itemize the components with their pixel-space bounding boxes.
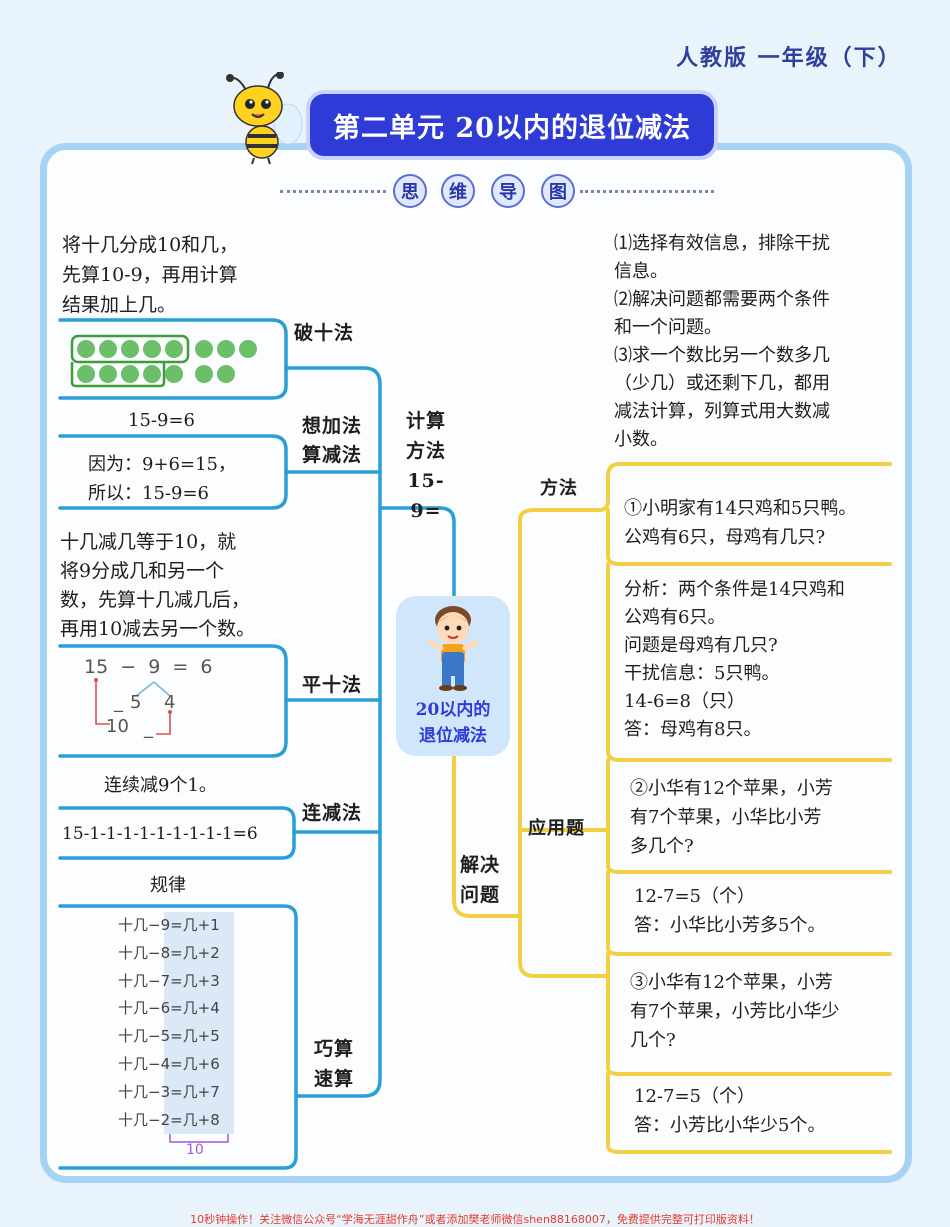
- method2-label: 想加法 算减法: [302, 412, 362, 470]
- method2-equation: 15-9=6: [128, 407, 195, 435]
- rule-row: 十几−8=几+2: [118, 940, 258, 968]
- boy-mascot-icon: [424, 602, 482, 692]
- rule-row: 十几−6=几+4: [118, 995, 258, 1023]
- solve-problem-label: 解决 问题: [460, 850, 500, 910]
- answer-2: 12-7=5（个） 答：小华比小芳多5个。: [634, 882, 904, 940]
- diagram-blank-1: _: [114, 692, 123, 713]
- solution-tips: ⑴选择有效信息，排除干扰 信息。 ⑵解决问题都需要两个条件 和一个问题。 ⑶求一…: [614, 230, 904, 454]
- dotted-line-left: [280, 190, 386, 193]
- subtitle-char-3: 导: [491, 174, 525, 208]
- question-1: ①小明家有14只鸡和5只鸭。 公鸡有6只，母鸡有几只?: [624, 494, 914, 552]
- question-3: ③小华有12个苹果，小芳 有7个苹果，小芳比小华少 几个?: [630, 968, 900, 1055]
- subtitle-char-4: 图: [541, 174, 575, 208]
- rule-sum-label: 10: [186, 1142, 204, 1158]
- footer-notice: 10秒钟操作！关注微信公众号“学海无涯甜作舟”或者添加樊老师微信shen8816…: [0, 1211, 950, 1227]
- rule-row: 十几−4=几+6: [118, 1051, 258, 1079]
- dotted-line-right: [580, 190, 714, 193]
- method1-note: 将十几分成10和几， 先算10-9，再用计算 结果加上几。: [62, 230, 282, 320]
- method3-label: 平十法: [302, 670, 362, 697]
- rule-row: 十几−5=几+5: [118, 1023, 258, 1051]
- answer-1: 分析：两个条件是14只鸡和 公鸡有6只。 问题是母鸡有几只? 干扰信息：5只鸭。…: [624, 576, 904, 744]
- page-title: 第二单元 20以内的退位减法: [306, 90, 718, 160]
- method4-label: 连减法: [302, 798, 362, 825]
- diagram-split-a: 5: [130, 692, 141, 713]
- method5-label: 巧算 速算: [314, 1034, 354, 1094]
- subtitle-char-1: 思: [393, 174, 427, 208]
- method-label: 方法: [540, 474, 578, 500]
- application-label: 应用题: [528, 814, 585, 840]
- flat-ten-diagram: 15 − 9 = 6 _ 5 4 10 _: [72, 652, 218, 748]
- answer-3: 12-7=5（个） 答：小芳比小华少5个。: [634, 1082, 904, 1140]
- subtitle-char-2: 维: [441, 174, 475, 208]
- question-2: ②小华有12个苹果，小芳 有7个苹果，小华比小芳 多几个?: [630, 774, 900, 861]
- rule-title: 规律: [150, 872, 186, 900]
- rule-row: 十几−7=几+3: [118, 968, 258, 996]
- diagram-split-b: 4: [164, 692, 175, 713]
- center-label: 20以内的 退位减法: [396, 697, 510, 749]
- diagram-ten: 10: [106, 716, 129, 737]
- method3-note: 十几减几等于10，就 将9分成几和另一个 数，先算十几减几后， 再用10减去另一…: [60, 528, 290, 644]
- rule-row: 十几−9=几+1: [118, 912, 258, 940]
- ten-frame-dots: [70, 334, 266, 388]
- rule-row: 十几−2=几+8: [118, 1107, 258, 1135]
- rule-row: 十几−3=几+7: [118, 1079, 258, 1107]
- method4-equation: 15-1-1-1-1-1-1-1-1-1=6: [62, 820, 258, 848]
- bee-mascot-icon: [224, 72, 306, 164]
- method2-note: 因为：9+6=15， 所以：15-9=6: [88, 450, 236, 508]
- calc-method-label: 计算 方法 15-9=: [396, 406, 456, 526]
- method4-note: 连续减9个1。: [104, 772, 217, 800]
- diagram-blank-2: _: [144, 718, 153, 739]
- method1-label: 破十法: [294, 318, 354, 345]
